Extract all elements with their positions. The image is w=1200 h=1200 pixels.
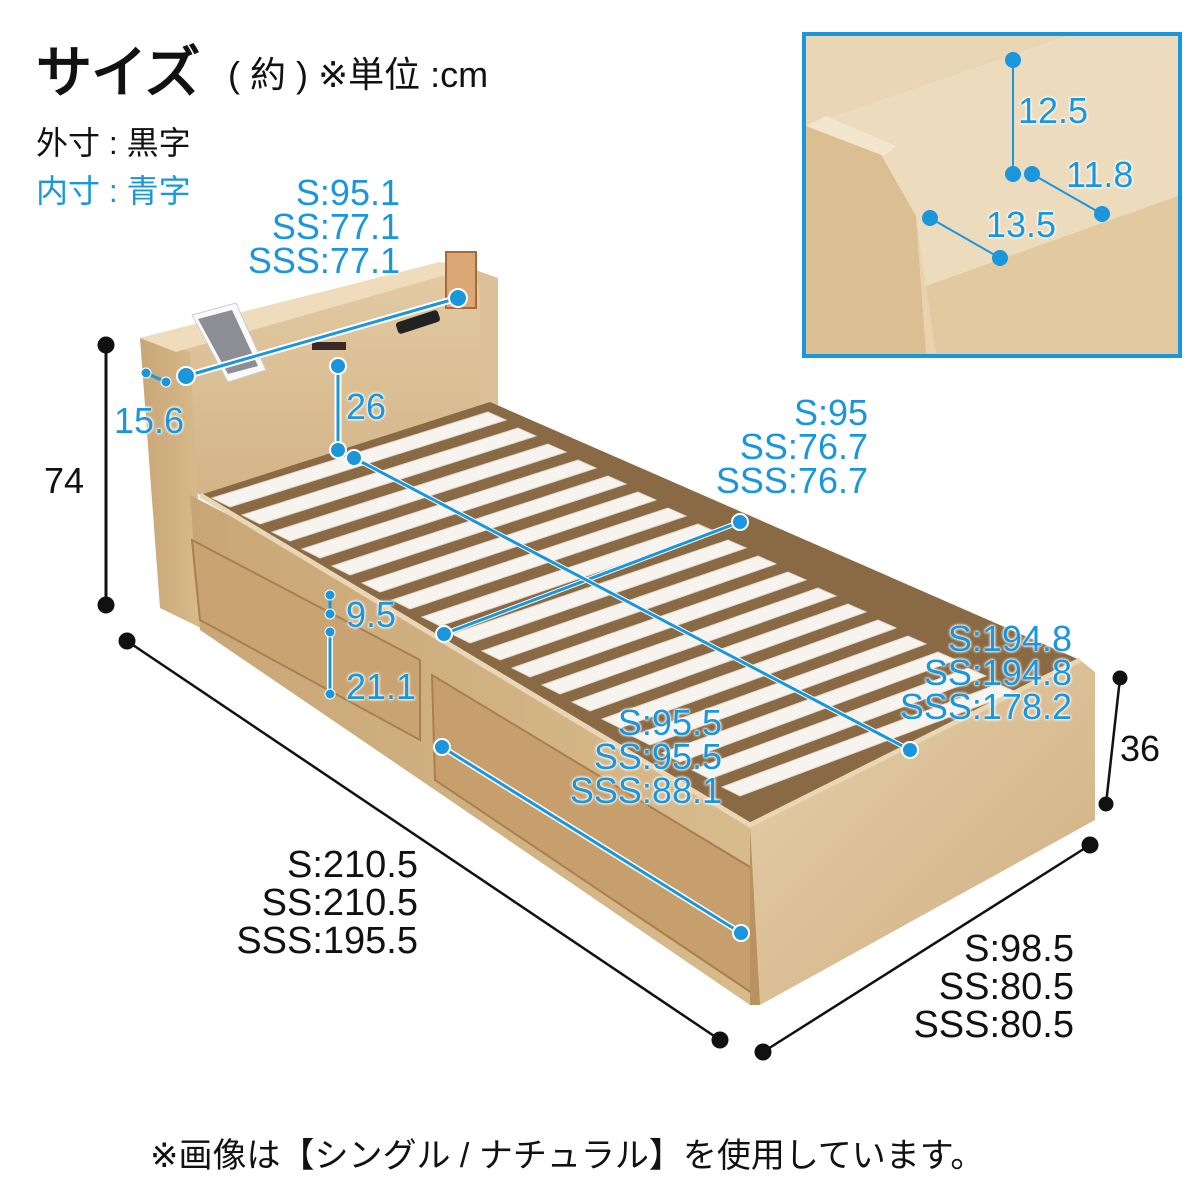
- legend-outer-dimensions: 外寸 : 黒字: [36, 125, 191, 161]
- slat-length-label: S:194.8 SS:194.8 SSS:178.2: [899, 618, 1072, 727]
- side-height-label: 36: [1120, 728, 1161, 769]
- smartphone: [396, 310, 440, 334]
- shelf-detail-illustration: [806, 36, 1178, 354]
- inner-dimension-lines: [140, 288, 919, 942]
- total-width-label: S:98.5 SS:80.5 SSS:80.5: [913, 928, 1074, 1046]
- drawer-1: [190, 538, 421, 742]
- slats: [210, 411, 1018, 797]
- page-title: サイズ: [36, 41, 200, 104]
- total-height-label: 74: [44, 460, 85, 501]
- inset-shelf-height-label: 12.5: [1018, 90, 1089, 131]
- inset-shelf-front-depth-label: 13.5: [986, 204, 1057, 245]
- total-length-label: S:210.5 SS:210.5 SSS:195.5: [236, 844, 418, 962]
- slat-width-label: S:95 SS:76.7 SSS:76.7: [715, 392, 868, 501]
- image-footnote: ※画像は【シングル / ナチュラル】を使用しています。: [150, 1137, 985, 1175]
- headboard-side-depth-label: 15.6: [114, 400, 185, 441]
- headboard-height-label: 26: [346, 386, 387, 427]
- shelf-detail-inset: 12.5 11.8 13.5: [802, 32, 1182, 358]
- power-outlet: [312, 342, 346, 350]
- inset-shelf-depth-label: 11.8: [1066, 154, 1134, 195]
- legend-inner-dimensions: 内寸 : 青字: [36, 173, 191, 209]
- drawer-height-label: 21.1: [346, 666, 417, 707]
- outer-dimension-lines: [97, 336, 1128, 1061]
- headboard-shelf-width-label: S:95.1 SS:77.1 SSS:77.1: [247, 172, 400, 281]
- drawer-length-label: S:95.5 SS:95.5 SSS:88.1: [569, 702, 722, 811]
- unit-note: ( 約 ) ※単位 :cm: [228, 54, 489, 95]
- headboard-side-post: [140, 338, 205, 630]
- foot-board: [750, 660, 1095, 1005]
- frame-rail-height-label: 9.5: [346, 594, 397, 635]
